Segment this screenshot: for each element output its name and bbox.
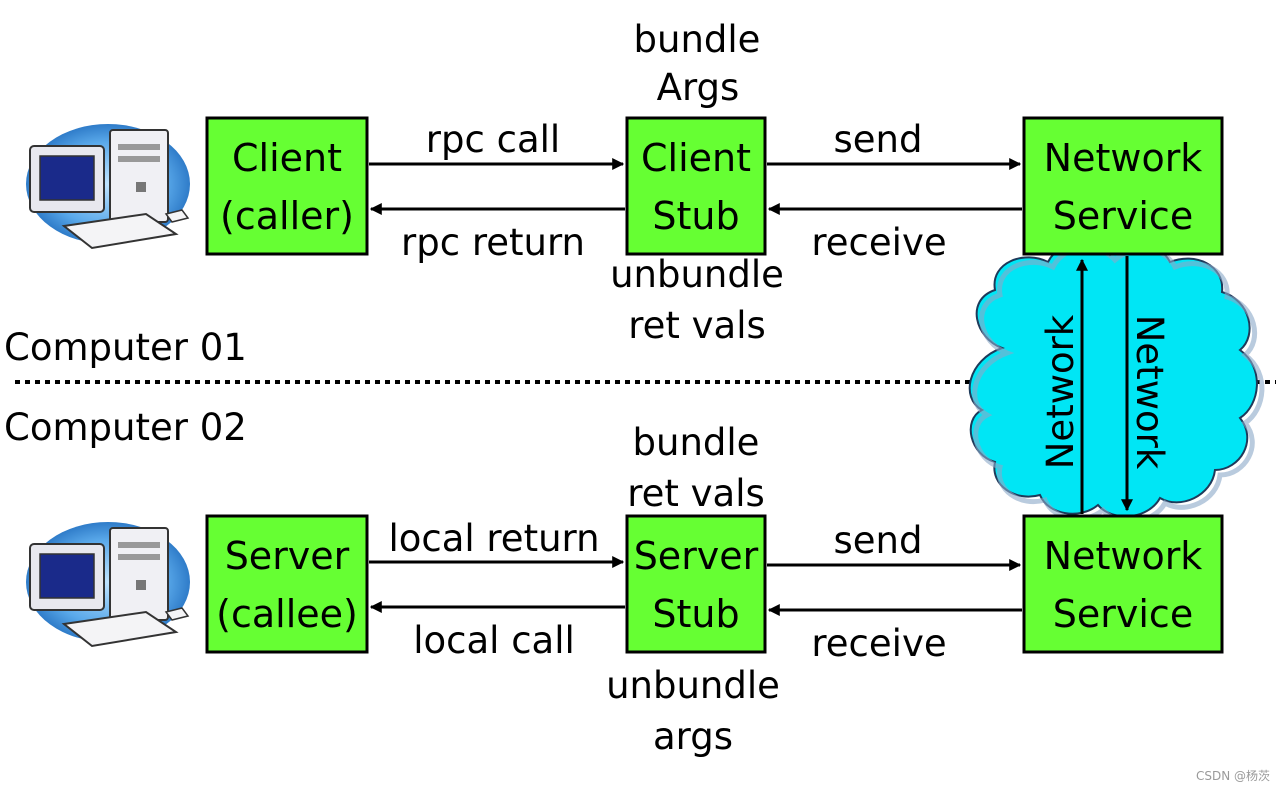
unbundle-args-line1: unbundle — [606, 664, 780, 707]
unbundle-args-line2: args — [653, 715, 733, 758]
send-bottom-label: send — [834, 519, 923, 562]
watermark: CSDN @杨茨 — [1196, 768, 1270, 783]
network-service-bottom-line2: Service — [1053, 592, 1193, 636]
rpc-return-label: rpc return — [401, 221, 585, 264]
bundle-args-line2: Args — [657, 66, 740, 109]
client-box: Client (caller) — [205, 116, 369, 256]
client-box-line1: Client — [232, 136, 342, 180]
server-box-line2: (callee) — [216, 592, 358, 636]
client-stub-box: Client Stub — [625, 116, 767, 256]
server-box: Server (callee) — [205, 514, 369, 654]
server-stub-line1: Server — [634, 534, 759, 578]
receive-bottom-label: receive — [811, 622, 946, 665]
server-stub-line2: Stub — [652, 592, 739, 636]
computer-01-label: Computer 01 — [4, 326, 247, 369]
local-return-label: local return — [388, 517, 599, 560]
network-cloud — [968, 242, 1265, 524]
network-service-top-line2: Service — [1053, 194, 1193, 238]
network-service-top-box: Network Service — [1022, 116, 1224, 256]
rpc-call-label: rpc call — [426, 118, 560, 161]
bundle-args-line1: bundle — [634, 18, 761, 61]
unbundle-ret-vals-line1: unbundle — [610, 253, 784, 296]
local-call-label: local call — [413, 619, 575, 662]
network-service-top-line1: Network — [1044, 136, 1203, 180]
send-top-label: send — [834, 118, 923, 161]
network-service-bottom-box: Network Service — [1022, 514, 1224, 654]
client-stub-line2: Stub — [652, 194, 739, 238]
unbundle-ret-vals-line2: ret vals — [628, 304, 766, 347]
network-service-bottom-line1: Network — [1044, 534, 1203, 578]
server-box-line1: Server — [225, 534, 350, 578]
network-left-label: Network — [1039, 314, 1082, 469]
computer-icon — [26, 522, 190, 648]
computer-02-label: Computer 02 — [4, 406, 247, 449]
network-right-label: Network — [1128, 315, 1171, 470]
client-stub-line1: Client — [641, 136, 751, 180]
receive-top-label: receive — [811, 221, 946, 264]
bundle-ret-vals-line2: ret vals — [627, 472, 765, 515]
server-stub-box: Server Stub — [625, 514, 767, 654]
bundle-ret-vals-line1: bundle — [633, 421, 760, 464]
computer-icon — [26, 124, 190, 250]
client-box-line2: (caller) — [220, 194, 354, 238]
